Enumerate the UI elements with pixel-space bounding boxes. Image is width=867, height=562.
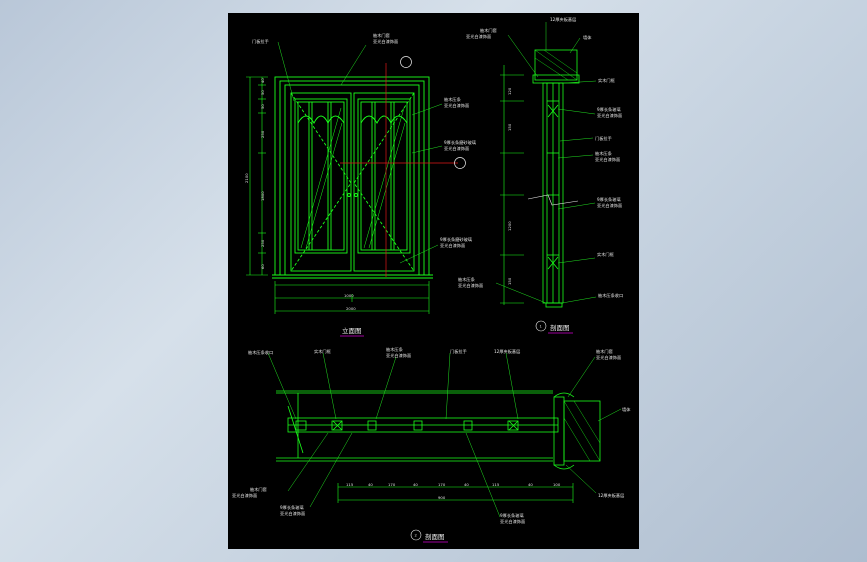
hsec-cb2a: 9厚长条玻璃: [280, 504, 304, 511]
hsec-marker: 2: [415, 533, 418, 538]
vsec-marker: 1: [540, 324, 543, 329]
hsec-cbr: 12厚夹板基层: [598, 492, 624, 499]
hsec-dims: [337, 483, 574, 503]
hsec-c6a: 柚木门套: [596, 348, 614, 355]
callout-r3a: 9厚长条磨砂玻璃: [440, 236, 472, 243]
callout-r3b: 亚光白漆饰面: [440, 242, 465, 249]
callout-r2b: 亚光白漆饰面: [444, 145, 469, 152]
hdim-8: 100: [553, 482, 561, 487]
elevation-leaders: [277, 41, 443, 264]
hdim-7: 40: [528, 482, 533, 487]
hsec-c2: 实木门框: [314, 348, 332, 355]
dim-left-2: 50: [260, 104, 265, 109]
elevation-bottom-dims: [274, 281, 430, 314]
vsec-c-l1b: 亚光白漆饰面: [458, 282, 483, 289]
hdim-3: 40: [413, 482, 418, 487]
vdim-4: 150: [507, 277, 512, 285]
hdim-2: 170: [388, 482, 396, 487]
hsec-cb2b: 亚光白漆饰面: [280, 510, 305, 517]
hdim-total: 900: [438, 495, 446, 500]
vsec-c-r2b: 亚光白漆饰面: [597, 112, 622, 119]
hsec-cb3a: 9厚长条玻璃: [500, 512, 524, 519]
dim-left-0: 40: [260, 78, 265, 83]
hsec-c3b: 亚光白漆饰面: [386, 352, 411, 359]
vsec-c-top1: 12厚夹板基层: [550, 16, 576, 23]
vsec-dims: [500, 65, 524, 305]
callout-r2a: 9厚长条磨砂玻璃: [444, 139, 476, 146]
vsec-c-wall: 墙体: [583, 34, 592, 41]
hdim-1: 40: [368, 482, 373, 487]
vertical-section: [532, 49, 580, 308]
horizontal-section: [276, 390, 601, 470]
callout-door-pull: 门板拉手: [252, 38, 269, 45]
dim-left-3: 250: [260, 130, 265, 138]
drawing-sheet: 40 50 50 250 1800 250 60 2100 1000 2000 …: [228, 13, 639, 549]
vsec-c-l1a: 柚木压条: [458, 276, 476, 283]
dim-left-4: 1800: [260, 191, 265, 201]
elevation-left-dims: [246, 76, 268, 276]
vsec-c-r2a: 9厚长条玻璃: [597, 106, 621, 113]
dim-bottom-2000: 2000: [346, 306, 356, 311]
dim-left-5: 250: [260, 239, 265, 247]
vsec-c-r4a: 柚木压条: [595, 150, 613, 157]
vsec-c-r8: 柚木压条收口: [598, 292, 623, 299]
hdim-5: 40: [464, 482, 469, 487]
callout-frame-2: 亚光白漆饰面: [373, 38, 398, 45]
vsec-c-r1: 实木门框: [598, 77, 616, 84]
hsec-cwall: 墙体: [622, 406, 631, 413]
vsec-c-top2a: 柚木门套: [480, 27, 498, 34]
callout-frame-1: 柚木门套: [373, 32, 391, 39]
vsec-c-r6: 实木门框: [597, 251, 615, 258]
dim-left-6: 60: [260, 264, 265, 269]
dim-left-outer: 2100: [244, 173, 249, 183]
dim-left-1: 50: [260, 90, 265, 95]
hdim-0: 115: [346, 482, 354, 487]
hdim-6: 115: [492, 482, 500, 487]
hsec-c3a: 柚木压条: [386, 346, 404, 353]
title-section-2: 剖面图: [425, 532, 445, 541]
vdim-1: 120: [507, 87, 512, 95]
hsec-cblb: 亚光白漆饰面: [232, 492, 257, 499]
elevation-axes: [340, 56, 466, 277]
title-section-1: 剖面图: [550, 323, 570, 332]
title-elevation: 立面图: [342, 326, 362, 335]
door-elevation: [272, 76, 433, 279]
vsec-c-r3: 门板拉手: [595, 135, 612, 142]
cad-drawing: 40 50 50 250 1800 250 60 2100 1000 2000 …: [232, 16, 631, 543]
vsec-c-r5a: 9厚长条玻璃: [597, 196, 621, 203]
hsec-c6b: 亚光白漆饰面: [596, 354, 621, 361]
dim-bottom-1000: 1000: [344, 293, 354, 298]
hsec-c4: 门板拉手: [450, 348, 467, 355]
vsec-c-r4b: 亚光白漆饰面: [595, 156, 620, 163]
hsec-cb3b: 亚光白漆饰面: [500, 518, 525, 525]
callout-r1a: 柚木压条: [444, 96, 462, 103]
hsec-cbla: 柚木门套: [250, 486, 268, 493]
vsec-leaders: [495, 22, 597, 304]
hdim-4: 170: [438, 482, 446, 487]
vsec-c-r5b: 亚光白漆饰面: [597, 202, 622, 209]
vdim-2: 150: [507, 123, 512, 131]
vdim-3: 1200: [507, 221, 512, 231]
callout-r1b: 亚光白漆饰面: [444, 102, 469, 109]
hsec-leaders: [267, 352, 622, 518]
vsec-c-top2b: 亚光白漆饰面: [466, 33, 491, 40]
hsec-c1: 柚木压条收口: [248, 349, 273, 356]
hsec-c5: 12厚夹板基层: [494, 348, 520, 355]
